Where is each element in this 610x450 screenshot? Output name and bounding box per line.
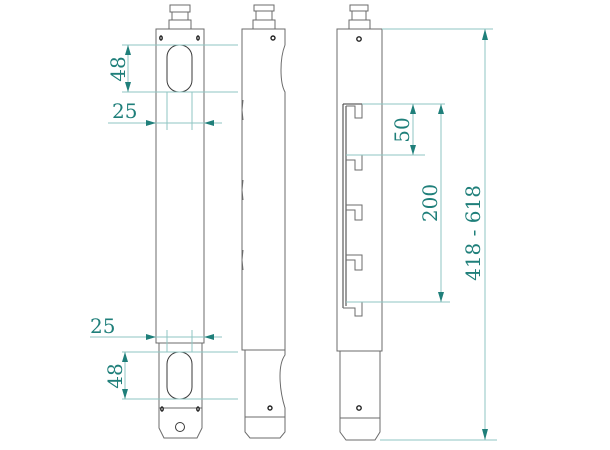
pin-hole-icon: [270, 35, 276, 41]
dim-48-bottom: 48: [103, 363, 127, 388]
pin-hole-icon: [267, 405, 273, 411]
bottom-slot: [166, 351, 193, 400]
dim-25-bottom: 25: [90, 314, 115, 338]
screw-icon: [196, 406, 200, 412]
lower-tube-side: [244, 350, 286, 439]
front-view: [155, 4, 205, 439]
screw-icon: [160, 406, 164, 412]
dim-200: 200: [418, 184, 442, 222]
side-view: [241, 4, 286, 439]
top-knob-stem: [171, 11, 189, 21]
screw-icon: [159, 35, 163, 41]
pin-hole-icon: [356, 405, 362, 411]
top-knob-base: [168, 19, 192, 30]
pin-hole-icon: [175, 422, 185, 432]
lower-tube: [158, 343, 203, 439]
rack-tooth: [346, 204, 363, 221]
front-dimensions: 48 25 25 48: [90, 44, 238, 400]
rack-tooth: [346, 154, 363, 171]
lower-tube-rear: [339, 351, 381, 441]
top-knob-cap: [169, 4, 191, 13]
dim-25-top: 25: [112, 99, 137, 123]
top-slot: [166, 44, 193, 93]
dim-48-top: 48: [106, 56, 130, 81]
rack-tooth: [346, 104, 363, 119]
upper-tube: [155, 28, 205, 344]
rack-dimensions: 50 200 418 - 618: [346, 28, 497, 441]
dim-total-length: 418 - 618: [461, 185, 485, 281]
rack-tooth: [346, 254, 363, 271]
upper-tube-rear: [336, 28, 383, 352]
dim-50: 50: [390, 117, 414, 142]
rack-view: [336, 4, 383, 441]
pin-hole-icon: [356, 36, 362, 42]
screw-icon: [196, 35, 200, 41]
upper-tube-side: [241, 28, 286, 351]
